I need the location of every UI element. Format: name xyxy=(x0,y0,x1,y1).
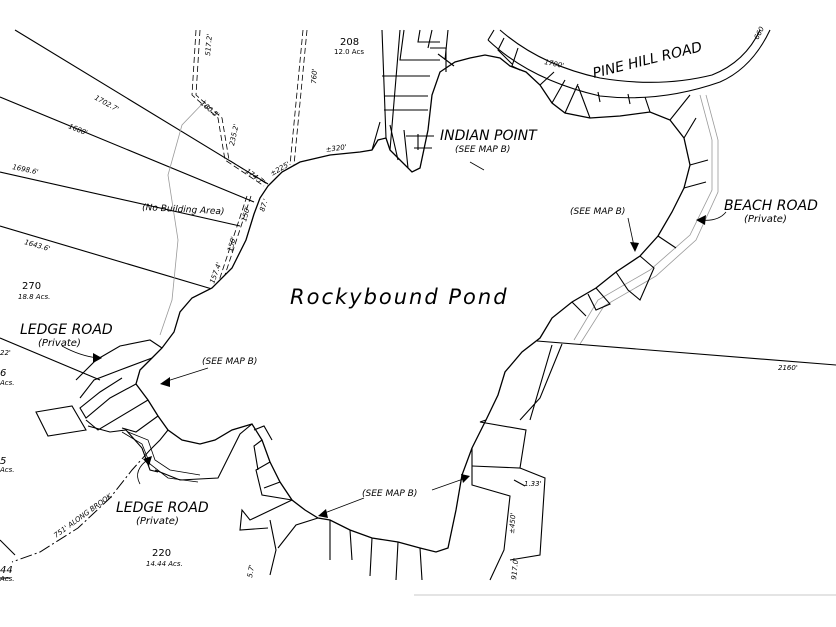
parcel-220-num: 220 xyxy=(152,548,171,559)
see-map-b-east: (SEE MAP B) xyxy=(570,207,625,217)
indian-point-sub: (SEE MAP B) xyxy=(455,145,510,155)
parcel-208-num: 208 xyxy=(340,37,359,48)
dim-87: 87.' xyxy=(258,198,270,213)
west-lots xyxy=(35,339,169,473)
beach-road-sub: (Private) xyxy=(744,214,787,225)
north-lots xyxy=(371,29,521,169)
ledge-road-lower-sub: (Private) xyxy=(136,516,179,527)
see-map-b-west: (SEE MAP B) xyxy=(202,357,257,367)
parcel-208-acres: 12.0 Acs xyxy=(334,48,364,56)
dim-160: 160.5' xyxy=(199,99,221,119)
edge-44: 44 xyxy=(0,565,13,576)
edge-57: 5.7' xyxy=(246,564,256,578)
dim-1698: 1698.6' xyxy=(12,163,40,176)
pond-name: Rockybound Pond xyxy=(290,285,509,309)
edge-acs-3: Acs. xyxy=(0,575,15,583)
dim-917: 917.0' xyxy=(510,557,520,580)
beach-road-label: BEACH ROAD xyxy=(724,198,818,214)
dim-660: 660 xyxy=(753,25,767,41)
parcel-220-acres: 14.44 Acs. xyxy=(146,560,183,568)
no-building-area: (No Building Area) xyxy=(142,203,225,217)
parcel-270-acres: 18.8 Acs. xyxy=(18,293,50,301)
edge-22: 22' xyxy=(0,349,11,357)
edge-6: 6 xyxy=(0,368,6,379)
dim-150a: 150' xyxy=(240,206,252,223)
leader-arrows xyxy=(61,161,727,518)
dim-517: 517.2' xyxy=(204,34,214,57)
brook-line xyxy=(11,431,201,563)
dim-1688: 1688' xyxy=(67,122,88,137)
edge-acs-1: Acs. xyxy=(0,379,15,387)
dim-1700: 1700' xyxy=(544,58,565,70)
dim-751-along-brook: 751' ALONG BROOK xyxy=(52,491,114,539)
dim-2160: 2160' xyxy=(778,364,798,372)
edge-5: 5 xyxy=(0,456,6,467)
west-parcel-lines xyxy=(0,29,269,579)
pond-shoreline xyxy=(135,54,691,553)
pine-hill-road-label: PINE HILL ROAD xyxy=(591,39,704,82)
indian-point-label: INDIAN POINT xyxy=(440,128,538,144)
see-map-b-south: (SEE MAP B) xyxy=(362,489,417,499)
dim-760: 760' xyxy=(310,68,319,84)
dim-320: ±320' xyxy=(325,143,347,154)
edge-acs-2: Acs. xyxy=(0,466,15,474)
ledge-road-upper-label: LEDGE ROAD xyxy=(20,322,113,338)
dim-235: 235.2' xyxy=(228,123,240,146)
ledge-road-lower-label: LEDGE ROAD xyxy=(116,500,209,516)
dim-174: 174.7' xyxy=(244,167,267,186)
south-lots xyxy=(154,423,423,581)
dim-450: ±450' xyxy=(508,512,517,534)
dim-150b: 150' xyxy=(226,236,238,253)
east-lots xyxy=(471,235,677,581)
dim-1702: 1702.7' xyxy=(93,94,120,114)
dim-133: 1.33' xyxy=(524,480,542,488)
ledge-road-upper-sub: (Private) xyxy=(38,338,81,349)
northeast-lots xyxy=(539,71,709,189)
paper-edge xyxy=(414,595,836,627)
parcel-270-num: 270 xyxy=(22,281,41,292)
